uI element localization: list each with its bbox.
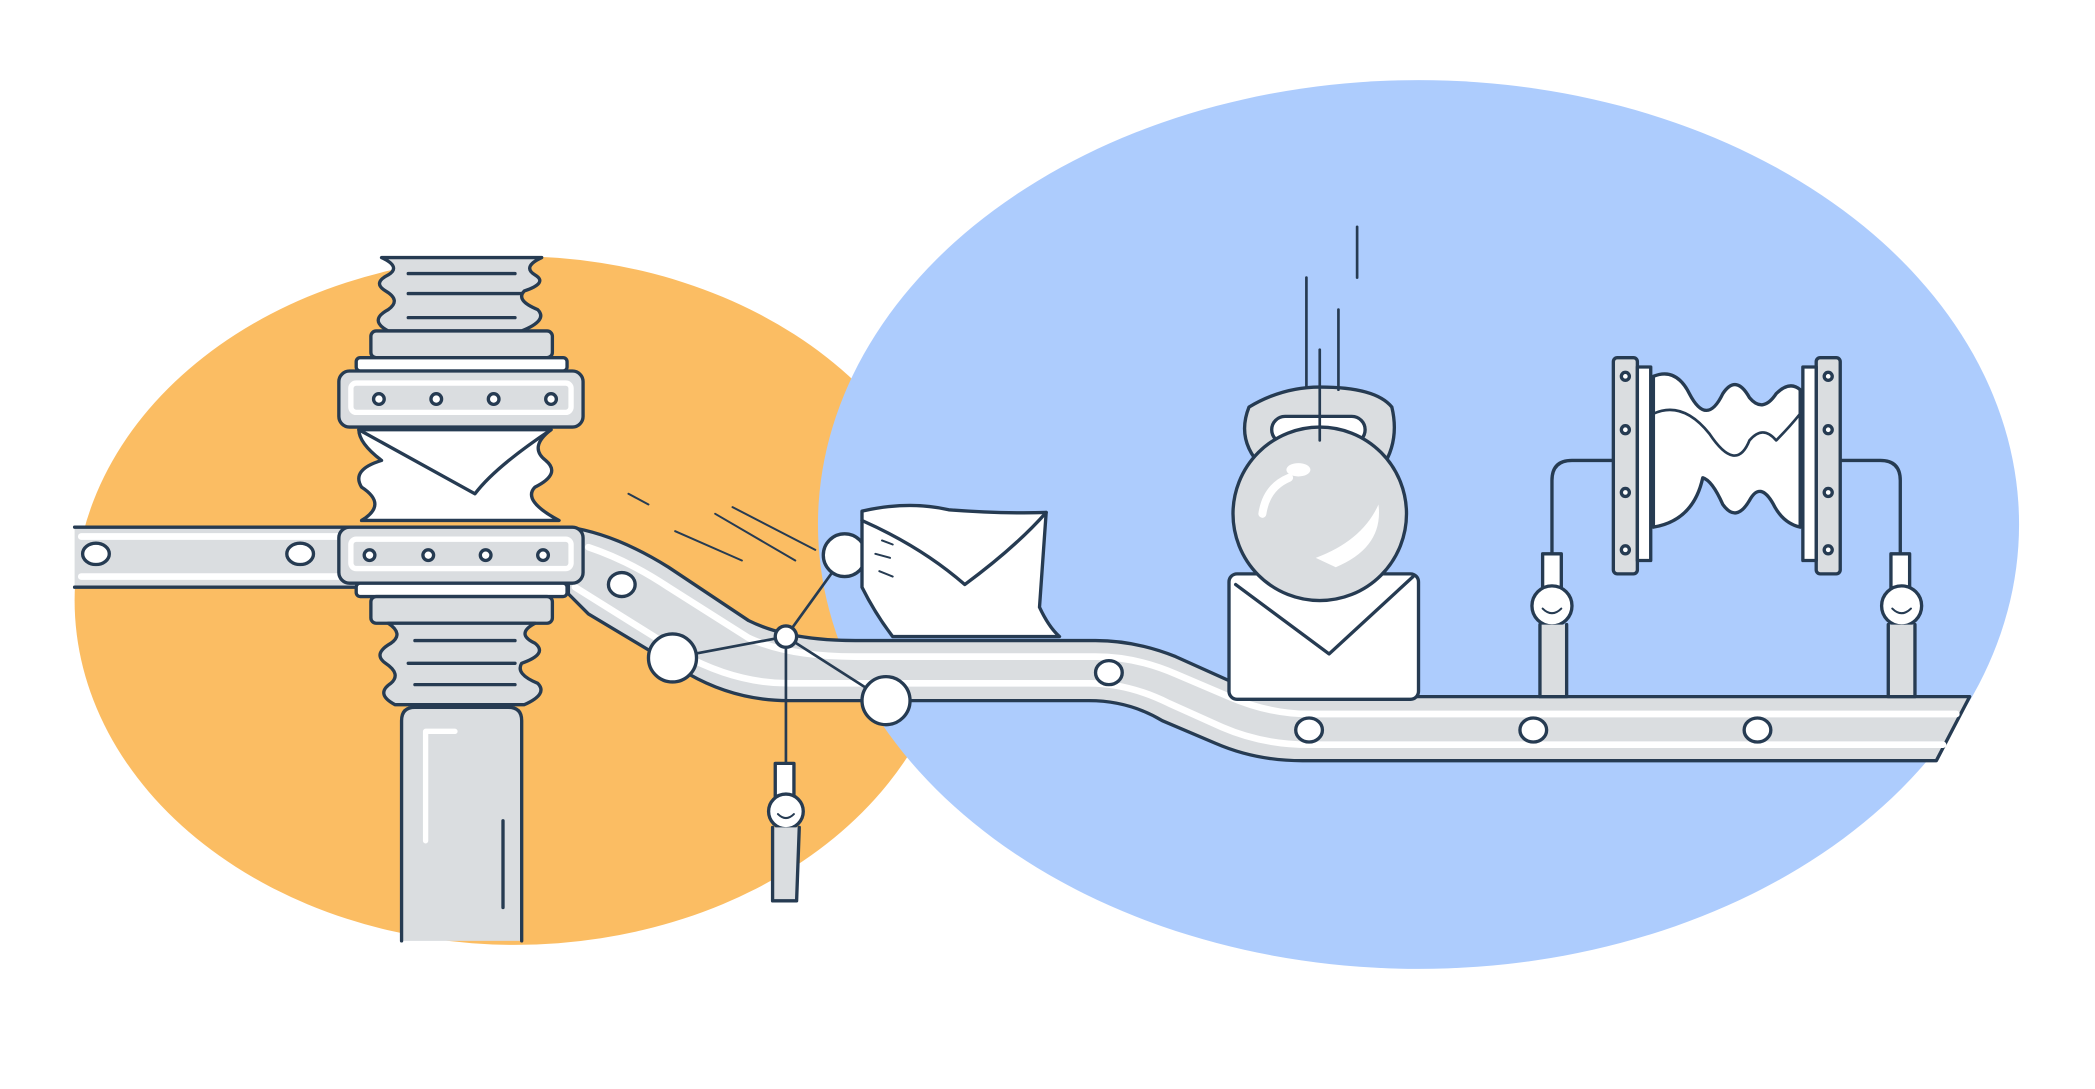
- pipe-main: [566, 525, 1972, 763]
- squeezed-envelope: [357, 428, 561, 523]
- pipe-left: [72, 525, 364, 589]
- piston-right: [1879, 552, 1924, 699]
- vertical-column: [399, 705, 524, 943]
- envelope-moving: [860, 503, 1062, 639]
- motion-lines: [627, 492, 817, 562]
- kettlebell: [1231, 225, 1409, 603]
- bellows-top: [337, 255, 585, 429]
- stretch-press: [1550, 355, 1902, 589]
- joint-mechanism: [646, 532, 912, 903]
- bellows-bottom: [337, 525, 585, 707]
- piston-left: [1530, 552, 1574, 699]
